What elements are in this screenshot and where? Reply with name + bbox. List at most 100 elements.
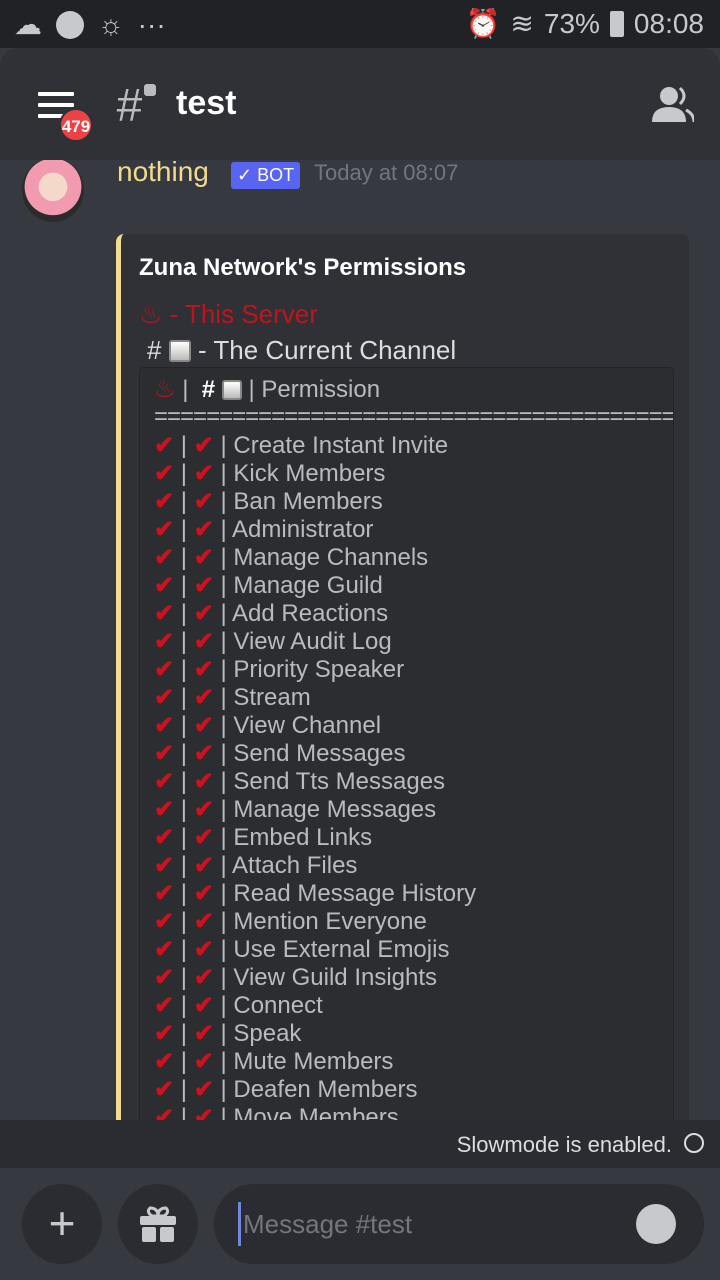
server-check-icon: ✔ xyxy=(154,824,175,851)
server-check-icon: ✔ xyxy=(154,1104,175,1120)
server-check-icon: ✔ xyxy=(154,684,175,711)
battery-icon xyxy=(609,10,624,37)
permission-name: View Guild Insights xyxy=(233,964,438,991)
server-check-icon: ✔ xyxy=(154,656,175,683)
permission-row: ✔ | ✔ | Mute Members xyxy=(154,1048,394,1075)
permission-name: View Audit Log xyxy=(233,628,392,655)
message-input[interactable] xyxy=(238,1202,618,1246)
channel-check-icon: ✔ xyxy=(193,992,214,1019)
more-notifications: ··· xyxy=(137,8,166,40)
permission-header: | Permission xyxy=(248,376,381,403)
channel-check-icon: ✔ xyxy=(193,712,214,739)
server-check-icon: ✔ xyxy=(154,880,175,907)
channel-check-icon: ✔ xyxy=(193,768,214,795)
server-check-icon: ✔ xyxy=(154,1076,175,1103)
server-check-icon: ✔ xyxy=(154,628,175,655)
permission-name: Create Instant Invite xyxy=(233,432,449,459)
permission-row: ✔ | ✔ | Send Messages xyxy=(154,740,406,767)
emoji-icon[interactable] xyxy=(636,1204,676,1244)
gift-button[interactable] xyxy=(118,1184,198,1264)
permission-name: Manage Guild xyxy=(233,572,383,599)
channel-check-icon: ✔ xyxy=(193,740,214,767)
channel-check-icon: ✔ xyxy=(193,936,214,963)
embed-title: Zuna Network's Permissions xyxy=(139,254,467,281)
vpn-icon xyxy=(56,10,84,39)
permission-row: ✔ | ✔ | Manage Channels xyxy=(154,544,429,571)
channel-check-icon: ✔ xyxy=(193,600,214,627)
permission-name: Send Tts Messages xyxy=(233,768,446,795)
permission-name: Read Message History xyxy=(233,880,477,907)
legend-server: ♨ - This Server xyxy=(139,299,318,330)
unread-badge: 479 xyxy=(59,108,93,142)
channel-check-icon: ✔ xyxy=(193,544,214,571)
message-input-container[interactable] xyxy=(214,1184,704,1264)
clock: 08:08 xyxy=(633,7,704,39)
code-header: ♨ | # | Permission xyxy=(154,376,673,404)
permission-name: View Channel xyxy=(233,712,382,739)
permission-row: ✔ | ✔ | View Guild Insights xyxy=(154,964,438,991)
permission-name: Priority Speaker xyxy=(233,656,405,683)
permission-row: ✔ | ✔ | Mention Everyone xyxy=(154,908,427,935)
slowmode-text: Slowmode is enabled. xyxy=(456,1132,672,1157)
permission-name: Attach Files xyxy=(232,852,358,879)
server-check-icon: ✔ xyxy=(154,768,175,795)
channel-check-icon: ✔ xyxy=(193,460,214,487)
channel-check-icon: ✔ xyxy=(193,796,214,823)
server-check-icon: ✔ xyxy=(154,740,175,767)
channel-check-icon: ✔ xyxy=(193,1076,214,1103)
permission-row: ✔ | ✔ | Create Instant Invite xyxy=(154,432,449,459)
gift-icon xyxy=(140,1206,176,1242)
channel-check-icon: ✔ xyxy=(193,684,214,711)
server-check-icon: ✔ xyxy=(154,712,175,739)
server-check-icon: ✔ xyxy=(154,936,175,963)
server-check-icon: ✔ xyxy=(154,516,175,543)
permission-row: ✔ | ✔ | View Audit Log xyxy=(154,628,392,655)
permission-row: ✔ | ✔ | Add Reactions xyxy=(154,600,389,627)
server-check-icon: ✔ xyxy=(154,852,175,879)
channel-check-icon: ✔ xyxy=(193,656,214,683)
channel-title: test xyxy=(176,84,237,122)
permission-row: ✔ | ✔ | Read Message History xyxy=(154,880,477,907)
members-icon[interactable] xyxy=(652,86,694,122)
permission-name: Ban Members xyxy=(233,488,383,515)
channel-hash-icon: # xyxy=(116,79,142,131)
separator-line: ========================================… xyxy=(154,404,673,430)
permission-name: Mention Everyone xyxy=(233,908,427,935)
add-attachment-button[interactable]: + xyxy=(22,1184,102,1264)
embed: Zuna Network's Permissions ♨ - This Serv… xyxy=(116,234,689,1120)
permission-name: Move Members xyxy=(233,1104,399,1120)
wifi-icon: ≋ xyxy=(510,8,534,39)
composer: + xyxy=(0,1168,720,1280)
status-bar: ☁ ☼ ··· ⏰ ≋ 73% 08:08 xyxy=(0,0,720,48)
message-list[interactable]: nothing ✓ BOT Today at 08:07 Zuna Networ… xyxy=(0,160,720,1120)
menu-icon[interactable] xyxy=(38,92,74,118)
permission-name: Deafen Members xyxy=(233,1076,418,1103)
channel-check-icon: ✔ xyxy=(193,628,214,655)
channel-check-icon: ✔ xyxy=(193,908,214,935)
channel-check-icon: ✔ xyxy=(193,1048,214,1075)
permission-name: Stream xyxy=(233,684,311,711)
permission-row: ✔ | ✔ | Embed Links xyxy=(154,824,373,851)
permission-row: ✔ | ✔ | Speak xyxy=(154,1020,302,1047)
channel-check-icon: ✔ xyxy=(193,572,214,599)
server-check-icon: ✔ xyxy=(154,488,175,515)
permission-row: ✔ | ✔ | Manage Messages xyxy=(154,796,437,823)
permission-row: ✔ | ✔ | Connect xyxy=(154,992,323,1019)
permission-row: ✔ | ✔ | Send Tts Messages xyxy=(154,768,446,795)
slowmode-bar: Slowmode is enabled. xyxy=(0,1120,720,1168)
permission-name: Manage Channels xyxy=(233,544,429,571)
white-square-icon xyxy=(221,380,242,400)
channel-check-icon: ✔ xyxy=(193,432,214,459)
separator-bar: | xyxy=(182,376,189,403)
channel-check-icon: ✔ xyxy=(193,1020,214,1047)
permission-name: Administrator xyxy=(232,516,374,543)
hot-springs-icon: ♨ xyxy=(154,376,176,403)
hash-symbol: # xyxy=(201,376,216,403)
author-name[interactable]: nothing xyxy=(117,160,209,187)
permission-name: Mute Members xyxy=(233,1048,394,1075)
avatar[interactable] xyxy=(22,160,84,222)
permission-name: Use External Emojis xyxy=(233,936,450,963)
server-check-icon: ✔ xyxy=(154,908,175,935)
permission-row: ✔ | ✔ | Move Members xyxy=(154,1104,673,1120)
server-check-icon: ✔ xyxy=(154,1020,175,1047)
